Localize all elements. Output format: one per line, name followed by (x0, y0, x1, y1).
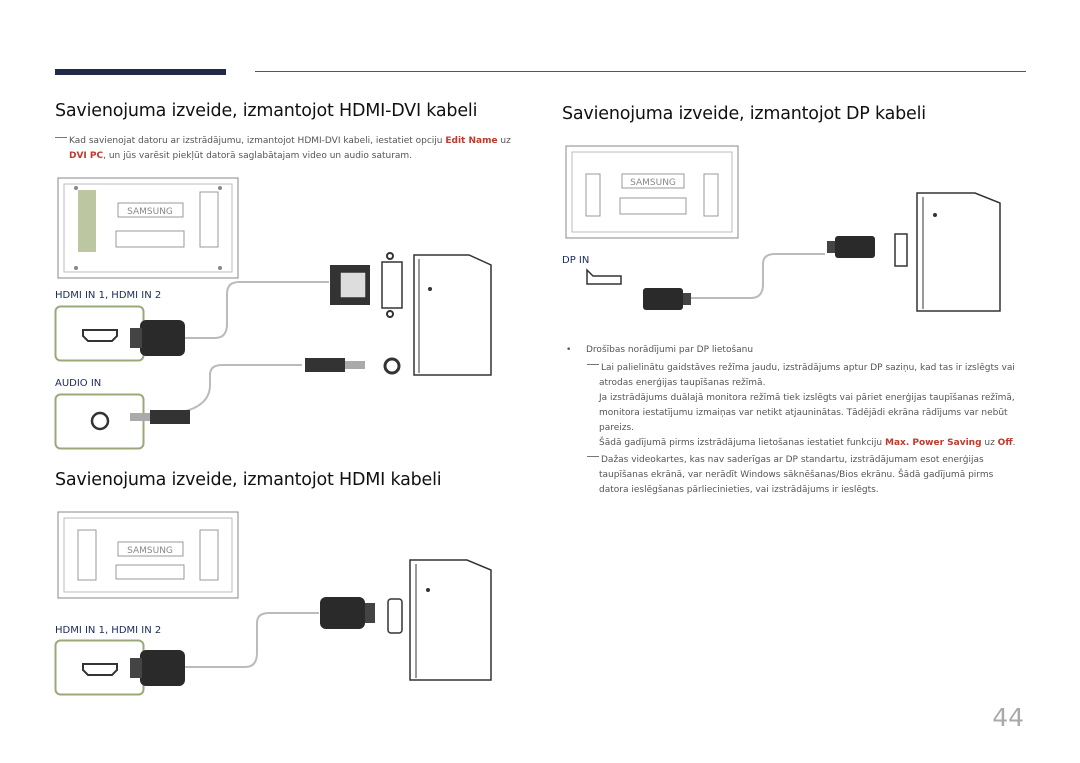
note-text-a: Kad savienojat datoru ar izstrādājumu, i… (69, 136, 446, 146)
audio-in-label: AUDIO IN (55, 378, 102, 389)
note-videocards-text: Dažas videokartes, kas nav saderīgas ar … (599, 455, 994, 495)
samsung-logo: SAMSUNG (127, 546, 173, 556)
hdmi-port-icon (82, 329, 118, 342)
monitor-back-illustration-3: SAMSUNG (565, 145, 739, 239)
note-edit-name: Edit Name (445, 136, 498, 146)
samsung-logo: SAMSUNG (630, 178, 676, 188)
page-number: 44 (992, 703, 1024, 732)
hdmi-port-icon (82, 663, 118, 676)
hdmi-dvi-cable-diagram (130, 252, 403, 424)
section-title-hdmi-dvi: Savienojuma izveide, izmantojot HDMI-DVI… (55, 101, 478, 121)
para3-text-c: uz (981, 438, 998, 448)
note-dvi-pc: DVI PC (69, 151, 104, 161)
note-dash (55, 137, 67, 138)
pc-tower-3 (916, 192, 1001, 312)
note-dash (587, 364, 599, 365)
max-power-saving: Max. Power Saving (885, 438, 982, 448)
para-dual-monitor: Ja izstrādājums duālajā monitora režīmā … (599, 393, 1015, 433)
hdmi-in-label-1: HDMI IN 1, HDMI IN 2 (55, 290, 162, 301)
hdmi-in-label-2: HDMI IN 1, HDMI IN 2 (55, 625, 162, 636)
header-accent-bar (55, 69, 226, 75)
dp-in-label: DP IN (562, 255, 590, 266)
note-text-e: , un jūs varēsit piekļūt datorā saglabāt… (103, 151, 413, 161)
audio-port-box (54, 393, 145, 450)
hdmi-cable-diagram (130, 597, 403, 686)
monitor-back-illustration-1: SAMSUNG (57, 177, 239, 279)
bullet-text: Drošības norādījumi par DP lietošanu (586, 345, 754, 355)
hdmi-dvi-note: Kad savienojat datoru ar izstrādājumu, i… (55, 134, 515, 164)
section-title-dp: Savienojuma izveide, izmantojot DP kabel… (562, 104, 926, 124)
para-power-saving: Šādā gadījumā pirms izstrādājuma lietoša… (566, 436, 1021, 451)
note-standby: Lai palielinātu gaidstāves režīma jaudu,… (566, 361, 1021, 391)
para3-text-a: Šādā gadījumā pirms izstrādājuma lietoša… (599, 438, 885, 448)
pc-tower-1 (413, 254, 492, 376)
monitor-back-illustration-2: SAMSUNG (57, 511, 239, 599)
note-dash (587, 456, 599, 457)
dp-notes: •Drošības norādījumi par DP lietošanu La… (566, 343, 1021, 498)
off-value: Off (997, 438, 1013, 448)
header-rule (255, 71, 1026, 72)
section-title-hdmi: Savienojuma izveide, izmantojot HDMI kab… (55, 470, 442, 490)
note-standby-text: Lai palielinātu gaidstāves režīma jaudu,… (599, 363, 1015, 388)
pc-tower-2 (409, 559, 492, 681)
note-videocards: Dažas videokartes, kas nav saderīgas ar … (566, 453, 1021, 498)
hdmi-port-box-2 (54, 639, 145, 696)
hdmi-port-box-1 (54, 305, 145, 362)
para3-text-e: . (1012, 438, 1016, 448)
safety-bullet: •Drošības norādījumi par DP lietošanu (566, 345, 754, 355)
dp-cable-diagram (586, 233, 908, 310)
samsung-logo: SAMSUNG (127, 207, 173, 217)
audio-jack-icon (90, 411, 110, 431)
note-text-c: uz (497, 136, 511, 146)
